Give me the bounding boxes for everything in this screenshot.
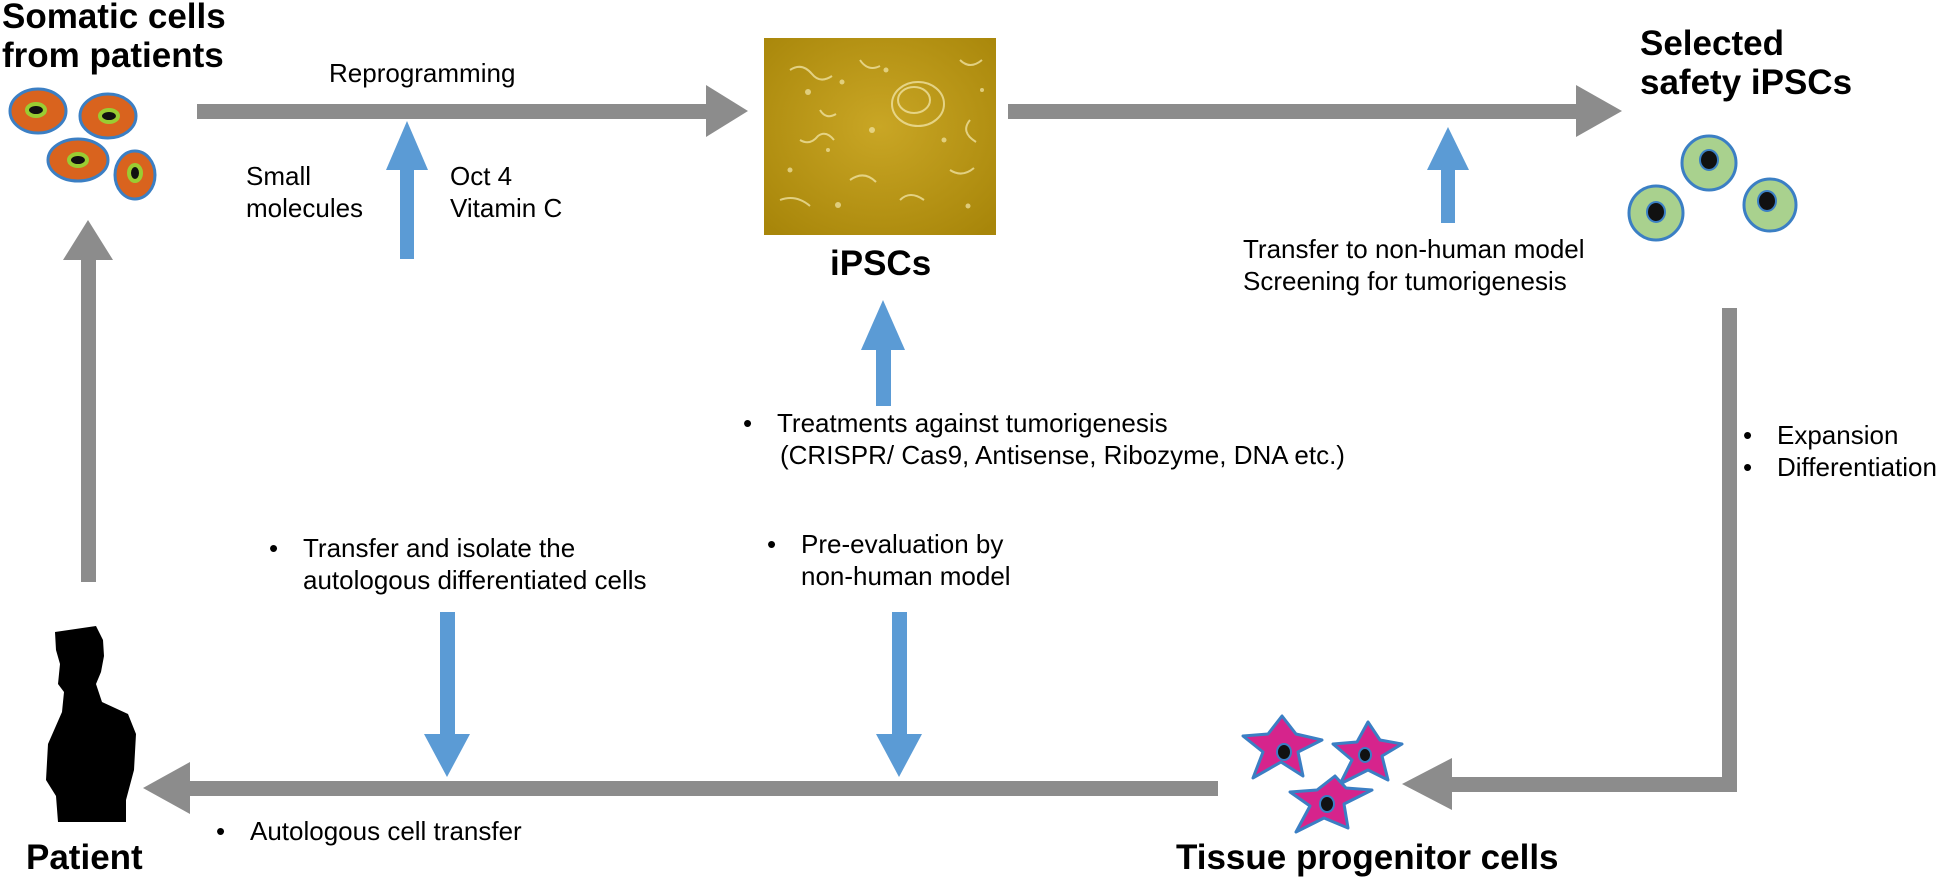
autologous-transfer-item: Autologous cell transfer <box>216 816 522 848</box>
arrow-screening <box>1427 127 1469 223</box>
selected-title-line2: safety iPSCs <box>1640 62 1853 102</box>
small-molecules-line2: molecules <box>246 192 364 223</box>
progenitor-cells-icon <box>1241 714 1404 834</box>
somatic-title-line2: from patients <box>2 35 224 75</box>
treatments-line1: Treatments against tumorigenesis <box>743 408 1345 440</box>
reprogramming-label: Reprogramming <box>329 58 516 88</box>
expansion-item: Expansion <box>1743 420 1937 452</box>
arrow-autologous-transfer <box>143 762 1218 814</box>
differentiation-item: Differentiation <box>1743 452 1937 484</box>
screening-line2: Screening for tumorigenesis <box>1243 265 1567 296</box>
arrow-treatments <box>861 300 905 406</box>
transfer-isolate-line2: autologous differentiated cells <box>303 564 647 595</box>
expansion-differentiation-list: Expansion Differentiation <box>1743 420 1937 483</box>
screening-label: Transfer to non-human model Screening fo… <box>1243 234 1585 297</box>
factors-line2: Vitamin C <box>450 192 563 223</box>
ipsc-culture-image <box>764 38 996 235</box>
factors-line1: Oct 4 <box>450 161 513 191</box>
somatic-cells-title: Somatic cells from patients <box>2 0 226 75</box>
arrow-pre-evaluation <box>876 612 922 777</box>
screening-line1: Transfer to non-human model <box>1243 234 1585 264</box>
reprogramming-factors-label: Oct 4 Vitamin C <box>450 161 562 224</box>
small-molecules-label: Small molecules <box>246 161 363 224</box>
arrow-ipsc-to-selected <box>1008 85 1622 137</box>
safety-ipsc-cells-icon <box>1627 134 1798 242</box>
treatments-line2: (CRISPR/ Cas9, Antisense, Ribozyme, DNA … <box>780 439 1345 470</box>
transfer-isolate-label: Transfer and isolate the autologous diff… <box>269 533 647 596</box>
transfer-isolate-line1: Transfer and isolate the <box>269 533 647 565</box>
ipscs-title: iPSCs <box>830 244 932 283</box>
patient-silhouette-icon <box>46 626 136 822</box>
pre-evaluation-line1: Pre-evaluation by <box>767 529 1011 561</box>
somatic-title-line1: Somatic cells <box>2 0 226 36</box>
pre-evaluation-line2: non-human model <box>801 560 1011 591</box>
selected-ipscs-title: Selected safety iPSCs <box>1640 24 1853 102</box>
patient-title: Patient <box>26 838 143 877</box>
arrow-reprogramming-factors <box>386 121 428 259</box>
pre-evaluation-label: Pre-evaluation by non-human model <box>767 529 1011 592</box>
arrow-patient-to-somatic <box>63 220 113 582</box>
selected-title-line1: Selected <box>1640 24 1784 63</box>
treatments-label: Treatments against tumorigenesis (CRISPR… <box>743 408 1345 471</box>
arrow-transfer-isolate <box>424 612 470 777</box>
arrow-reprogramming <box>197 85 748 137</box>
autologous-transfer-label: Autologous cell transfer <box>216 816 522 848</box>
somatic-cells-icon <box>8 87 157 201</box>
tissue-progenitor-title: Tissue progenitor cells <box>1176 838 1559 877</box>
arrow-selected-to-tissue <box>1402 308 1737 810</box>
small-molecules-line1: Small <box>246 161 312 191</box>
